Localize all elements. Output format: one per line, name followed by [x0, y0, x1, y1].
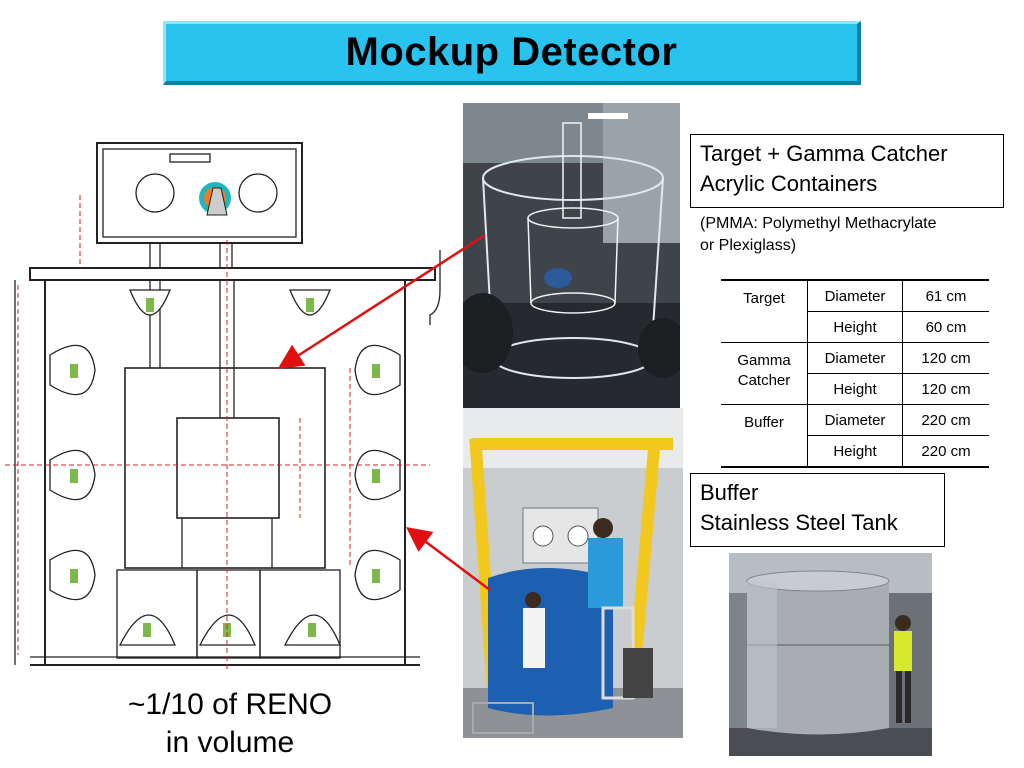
value-cell: 61 cm: [902, 280, 989, 312]
dimension-cell: Diameter: [807, 404, 903, 436]
value-cell: 120 cm: [902, 342, 989, 374]
pmma-note: (PMMA: Polymethyl Methacrylate or Plexig…: [700, 213, 1010, 257]
dimension-cell: Height: [807, 373, 903, 405]
buffer-callout: Buffer Stainless Steel Tank: [690, 473, 945, 547]
acrylic-containers-photo: [463, 103, 680, 408]
buffer-callout-line2: Stainless Steel Tank: [700, 510, 898, 535]
component-cell: Buffer: [721, 404, 808, 468]
assembly-photo: [463, 408, 683, 738]
value-cell: 60 cm: [902, 311, 989, 343]
component-line1: Gamma: [737, 352, 791, 369]
title-banner: Mockup Detector: [163, 21, 861, 85]
value-cell: 220 cm: [902, 435, 989, 468]
dimension-cell: Diameter: [807, 280, 903, 312]
value-cell: 220 cm: [902, 404, 989, 436]
volume-caption: ~1/10 of RENO in volume: [100, 686, 360, 762]
dimensions-table: Target Diameter 61 cm Height 60 cm Gamma…: [721, 279, 989, 468]
value-cell: 120 cm: [902, 373, 989, 405]
pmma-note-line1: (PMMA: Polymethyl Methacrylate: [700, 215, 937, 232]
dimension-cell: Diameter: [807, 342, 903, 374]
volume-caption-line1: ~1/10 of RENO: [127, 688, 333, 721]
table-row: Gamma Catcher Diameter 120 cm: [721, 342, 989, 405]
pmma-note-line2: or Plexiglass): [700, 237, 797, 254]
table-row: Target Diameter 61 cm: [721, 280, 989, 343]
dimension-cell: Height: [807, 435, 903, 468]
stainless-tank-photo: [729, 553, 932, 756]
target-gamma-catcher-callout: Target + Gamma Catcher Acrylic Container…: [690, 134, 1004, 208]
table-row: Height 60 cm: [721, 311, 989, 343]
detector-schematic-drawing: [5, 142, 441, 670]
target-callout-line2: Acrylic Containers: [700, 171, 878, 196]
component-cell: Target: [721, 280, 808, 343]
table-row: Buffer Diameter 220 cm: [721, 404, 989, 468]
table-row: Height 120 cm: [721, 373, 989, 405]
target-callout-line1: Target + Gamma Catcher: [700, 141, 948, 166]
component-cell: Gamma Catcher: [721, 342, 808, 405]
buffer-callout-line1: Buffer: [700, 480, 759, 505]
page-title: Mockup Detector: [345, 30, 678, 74]
component-line2: Catcher: [737, 372, 791, 389]
table-row: Height 220 cm: [721, 435, 989, 468]
dimension-cell: Height: [807, 311, 903, 343]
volume-caption-line2: in volume: [165, 726, 295, 759]
